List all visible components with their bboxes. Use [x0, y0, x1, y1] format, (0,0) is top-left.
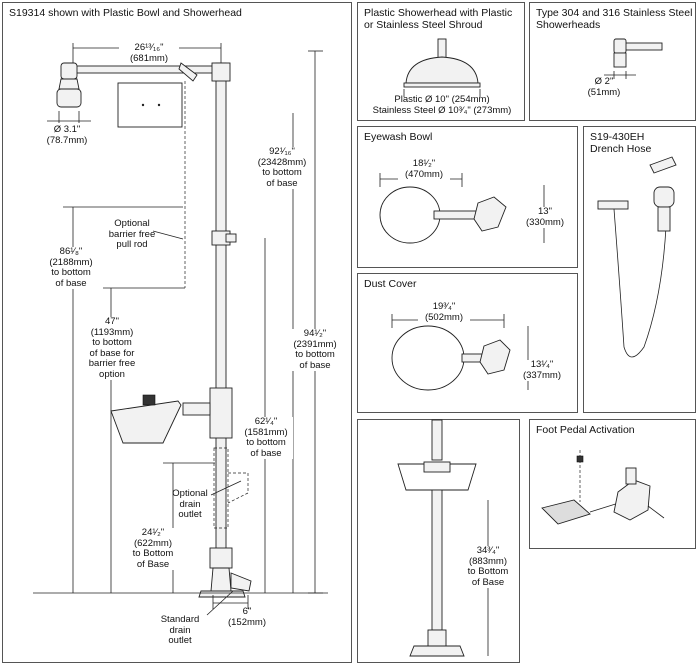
ss-heads-panel: Type 304 and 316 Stainless Steel Showerh…: [529, 2, 696, 121]
eyewash-width: 18¹⁄₂" (470mm): [398, 158, 450, 180]
base-riser: [210, 567, 232, 592]
foot-pedal: [541, 499, 591, 525]
dim-bowl-height: 62¹⁄₄" (1581mm) to bottom of base: [239, 416, 293, 459]
valve-body: [209, 387, 233, 439]
foot-pedal-title: Foot Pedal Activation: [536, 424, 635, 436]
standard-drain: [230, 572, 252, 592]
eyewash-valve: [473, 196, 507, 232]
hose-valve: [597, 200, 629, 210]
pedestal-column: [431, 489, 443, 631]
main-column: [215, 62, 227, 589]
eyewash-drawing: [379, 173, 545, 244]
pedestal-height: 34³⁄₄" (883mm) to Bottom of Base: [458, 545, 518, 588]
pedestal-panel: 34³⁄₄" (883mm) to Bottom of Base: [357, 419, 520, 663]
dim-pull-rod: 86¹⁄₈" (2188mm) to bottom of base: [41, 246, 101, 289]
pull-handle: [178, 62, 198, 82]
foot-pedal-drawing: [541, 450, 665, 525]
shower-arm: [72, 65, 222, 74]
main-drawing: [33, 43, 328, 616]
showerhead-face: [56, 88, 82, 108]
main-panel: S19314 shown with Plastic Bowl and Showe…: [2, 2, 352, 663]
dim-drain-height: 24¹⁄₂" (622mm) to Bottom of Base: [123, 527, 183, 570]
spray-handle: [657, 206, 671, 232]
pedal-linkage: [625, 467, 637, 485]
pedal-bolt: [576, 455, 584, 463]
ss-heads-drawing: [604, 38, 663, 79]
ss-elbow: [613, 38, 627, 54]
ss-head-diameter: Ø 2" (51mm): [587, 76, 621, 98]
dim-arm-length: 26¹³⁄₁₆" (681mm): [119, 42, 179, 64]
dim-head-diameter: Ø 3.1" (78.7mm): [46, 124, 88, 146]
lower-coupling: [209, 547, 233, 569]
shower-elbow: [60, 62, 78, 80]
drench-panel: S19-430EH Drench Hose: [583, 126, 696, 413]
pedestal-base: [409, 645, 465, 657]
pedal-bracket: [613, 479, 651, 521]
shroud-pipe: [437, 38, 447, 60]
eyewash-depth: 13" (330mm): [518, 206, 572, 228]
pedestal-nozzles: [423, 461, 451, 473]
spray-head: [653, 186, 675, 208]
shroud-dimensions: Plastic Ø 10" (254mm) Stainless Steel Ø …: [372, 94, 512, 116]
dim-overall-head: 92¹⁄₁₆" (23428mm) to bottom of base: [253, 146, 311, 189]
pedestal-drawing: [397, 419, 489, 657]
drench-drawing: [597, 156, 677, 358]
bowl-supply: [182, 402, 211, 416]
shroud-rim: [403, 82, 481, 88]
dustcover-drawing: [391, 314, 529, 391]
sign-plate: [117, 82, 183, 128]
side-valve: [225, 233, 237, 243]
label-optional-drain: Optional drain outlet: [172, 488, 208, 520]
label-standard-drain: Standard drain outlet: [160, 614, 200, 646]
shroud-drawing: [403, 38, 481, 97]
dustcover-valve: [479, 339, 511, 375]
ss-heads-title: Type 304 and 316 Stainless Steel Showerh…: [536, 7, 693, 31]
ss-arm: [621, 42, 663, 51]
shroud-panel: Plastic Showerhead with Plastic or Stain…: [357, 2, 525, 121]
dim-barrier-free: 47" (1193mm) to bottom of base for barri…: [81, 316, 143, 380]
shroud-dome: [405, 56, 479, 84]
dustcover-depth: 13¹⁄₄" (337mm): [514, 359, 570, 381]
eyewash-bowl-side: [110, 400, 182, 444]
dustcover-title: Dust Cover: [364, 278, 417, 290]
pedestal-upper-pipe: [431, 419, 443, 461]
main-title: S19314 shown with Plastic Bowl and Showe…: [9, 7, 242, 19]
eyewash-panel: Eyewash Bowl 18¹⁄₂" (470mm) 13" (330mm): [357, 126, 578, 268]
dustcover-width: 19³⁄₄" (502mm): [418, 301, 470, 323]
dim-overall-height: 94¹⁄₂" (2391mm) to bottom of base: [287, 328, 343, 371]
drench-hose: [613, 208, 667, 358]
shroud-title: Plastic Showerhead with Plastic or Stain…: [364, 7, 513, 31]
eyewash-bowl-top: [379, 186, 441, 244]
showerhead: [58, 78, 80, 90]
drench-title: S19-430EH Drench Hose: [590, 131, 652, 155]
dustcover-panel: Dust Cover 19³⁄₄" (502mm) 13¹⁄₄" (337mm): [357, 273, 578, 413]
hose-bracket: [649, 156, 677, 174]
bowl-nozzle: [142, 394, 156, 406]
pedestal-coupling: [427, 629, 447, 647]
ss-nozzle: [613, 52, 627, 68]
dust-cover: [391, 325, 465, 391]
label-pull-rod: Optional barrier free pull rod: [108, 218, 156, 250]
floor-flange: [198, 590, 246, 598]
dim-base-offset: 6" (152mm): [227, 606, 266, 628]
top-tee: [211, 62, 231, 82]
eyewash-title: Eyewash Bowl: [364, 131, 433, 143]
foot-pedal-panel: Foot Pedal Activation: [529, 419, 696, 549]
